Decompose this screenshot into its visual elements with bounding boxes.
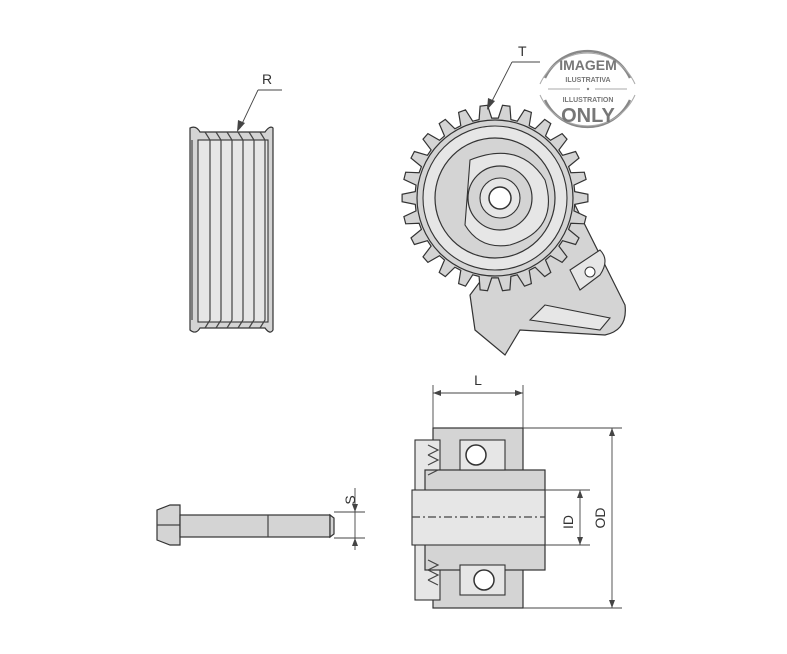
illustration-only-stamp: IMAGEM ILUSTRATIVA ILLUSTRATION ONLY [539, 49, 636, 129]
spring-top [427, 444, 440, 476]
spring-bottom [427, 559, 440, 586]
tensioner-cross-section [411, 427, 546, 609]
pulley-rib [204, 131, 211, 329]
toothed-tensioner [401, 104, 626, 356]
dimension-l: L [432, 372, 524, 428]
label-l: L [474, 372, 482, 388]
label-s: S [342, 495, 358, 504]
stamp-text: ONLY [561, 105, 615, 127]
pulley-rib [248, 131, 255, 329]
label-t-leader: T [487, 43, 540, 110]
stamp-text: ILLUSTRATION [563, 97, 614, 104]
label-r-leader: R [237, 71, 282, 132]
label-r: R [262, 71, 272, 87]
label-t: T [518, 43, 527, 59]
stamp-text: IMAGEM [559, 57, 617, 73]
label-id: ID [560, 515, 576, 529]
pulley-rib [237, 131, 244, 329]
dimension-s: S [334, 488, 365, 550]
ribbed-pulley [189, 126, 274, 333]
dimension-id: ID [545, 489, 590, 546]
pulley-rib [226, 131, 233, 329]
pulley-rib [259, 131, 266, 329]
dimension-od: OD [523, 427, 622, 609]
pulley-rib [215, 131, 222, 329]
bolt [156, 504, 335, 546]
label-od: OD [592, 508, 608, 529]
stamp-text: ILUSTRATIVA [565, 77, 610, 84]
